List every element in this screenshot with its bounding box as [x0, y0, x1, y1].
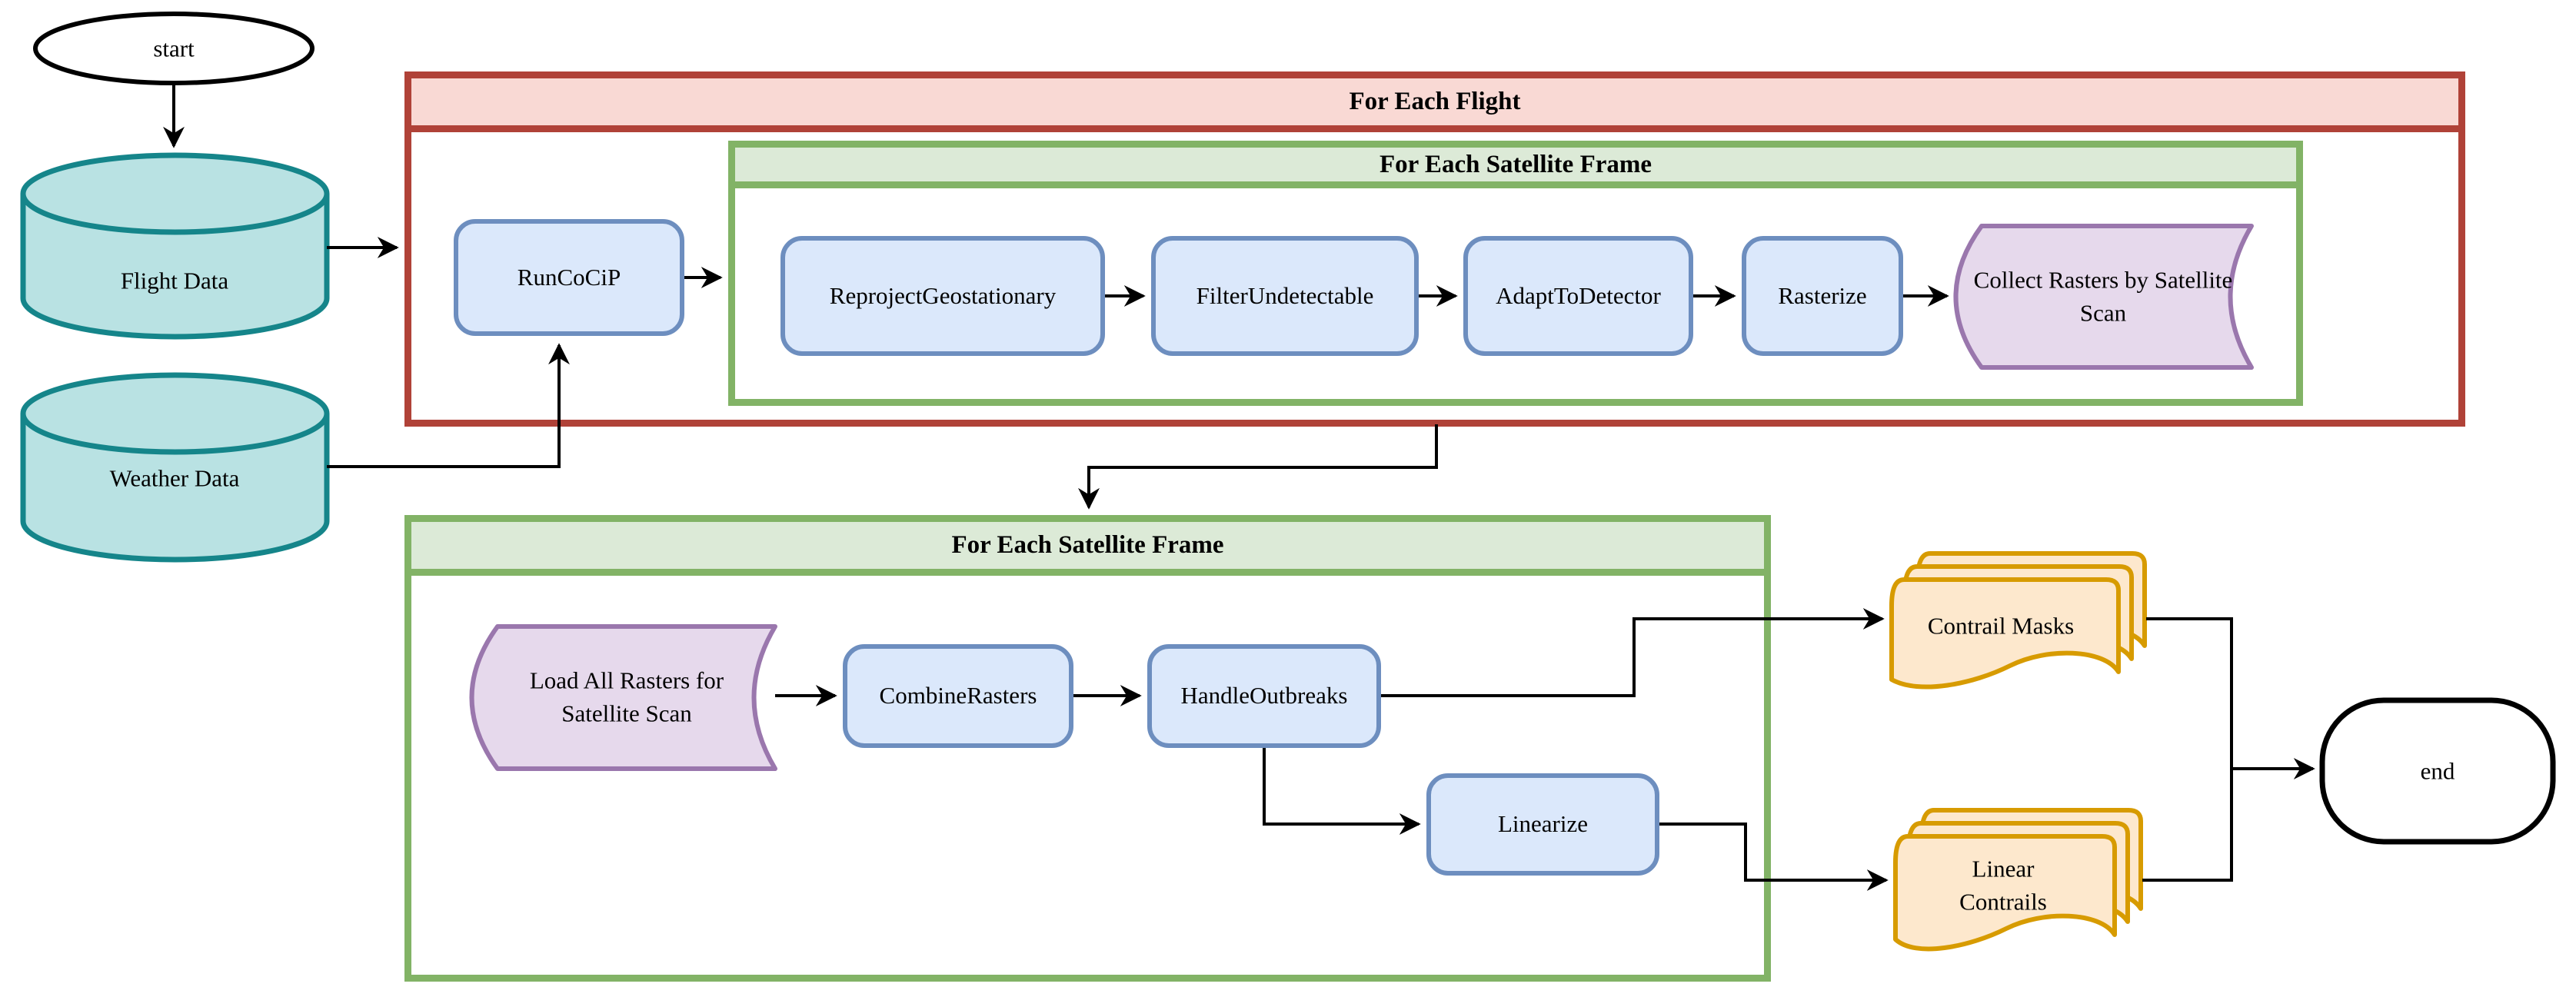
- node-linear-contrails-shape: [1893, 808, 2143, 952]
- loop-for-each-satellite-frame-outer-title: For Each Satellite Frame: [951, 531, 1224, 559]
- node-start-label: start: [153, 35, 195, 62]
- node-rasterize: Rasterize: [1742, 236, 1903, 356]
- node-adapt-to-detector-label: AdaptToDetector: [1496, 281, 1661, 309]
- loop-for-each-satellite-frame-inner-title: For Each Satellite Frame: [1379, 150, 1652, 178]
- node-start-shape: [33, 12, 315, 85]
- edge-outputs-merge: [2142, 617, 2233, 882]
- node-weather-data-label: Weather Data: [109, 464, 240, 492]
- node-weather-data-shape: [20, 414, 330, 563]
- node-filter-undetectable-label: FilterUndetectable: [1196, 281, 1374, 309]
- node-linearize-label: Linearize: [1497, 810, 1589, 838]
- loop-for-each-flight-title: For Each Flight: [1349, 88, 1521, 115]
- node-contrail-masks-shape: [1889, 551, 2147, 690]
- node-flight-data-top-rim: [20, 152, 330, 235]
- node-weather-data-top-rim: [20, 372, 330, 455]
- edge-handle-outbreaks-to-linearize: [1263, 748, 1421, 835]
- node-rasterize-label: Rasterize: [1778, 281, 1867, 309]
- edge-flight-loop-to-satellite-frame-loop: [1078, 424, 1438, 510]
- loop-for-each-flight: For Each Flight: [404, 71, 2465, 427]
- node-load-all-rasters-shape: [469, 624, 777, 771]
- loop-for-each-satellite-frame-outer-titlebar: For Each Satellite Frame: [411, 522, 1764, 576]
- loop-for-each-flight-titlebar: For Each Flight: [411, 78, 2458, 132]
- node-load-all-rasters-label: Load All Rasters for Satellite Scan: [529, 666, 724, 727]
- node-collect-rasters-shape: [1953, 224, 2254, 370]
- node-filter-undetectable: FilterUndetectable: [1151, 236, 1419, 356]
- node-combine-rasters-label: CombineRasters: [879, 682, 1037, 710]
- contrail-masks-doc-front: [1889, 577, 2121, 690]
- node-linear-contrails-label: Linear Contrails: [1959, 855, 2047, 916]
- loop-for-each-satellite-frame-outer: For Each Satellite Frame: [404, 515, 1771, 982]
- edge-weather-data-to-run-cocip: [327, 343, 570, 468]
- edge-linearize-to-linear-contrails: [1659, 823, 1889, 891]
- node-handle-outbreaks: HandleOutbreaks: [1147, 644, 1381, 748]
- node-collect-rasters-label: Collect Rasters by Satellite Scan: [1973, 266, 2233, 327]
- node-linearize: Linearize: [1426, 773, 1659, 876]
- node-run-cocip: RunCoCiP: [454, 219, 684, 336]
- node-end-label: end: [2420, 757, 2455, 785]
- loop-for-each-satellite-frame-inner-titlebar: For Each Satellite Frame: [735, 148, 2296, 188]
- edge-handle-outbreaks-to-contrail-masks: [1381, 608, 1885, 697]
- node-adapt-to-detector: AdaptToDetector: [1463, 236, 1693, 356]
- node-end-shape: [2319, 697, 2556, 845]
- node-run-cocip-label: RunCoCiP: [517, 263, 621, 291]
- linear-contrails-doc-front: [1893, 834, 2117, 952]
- node-reproject-geostationary-label: ReprojectGeostationary: [829, 281, 1057, 309]
- loop-for-each-satellite-frame-inner: For Each Satellite Frame: [728, 141, 2303, 406]
- node-contrail-masks-label: Contrail Masks: [1927, 612, 2075, 640]
- node-handle-outbreaks-label: HandleOutbreaks: [1180, 682, 1348, 710]
- node-combine-rasters: CombineRasters: [843, 644, 1073, 748]
- node-flight-data-label: Flight Data: [120, 267, 229, 294]
- node-reproject-geostationary: ReprojectGeostationary: [780, 236, 1105, 356]
